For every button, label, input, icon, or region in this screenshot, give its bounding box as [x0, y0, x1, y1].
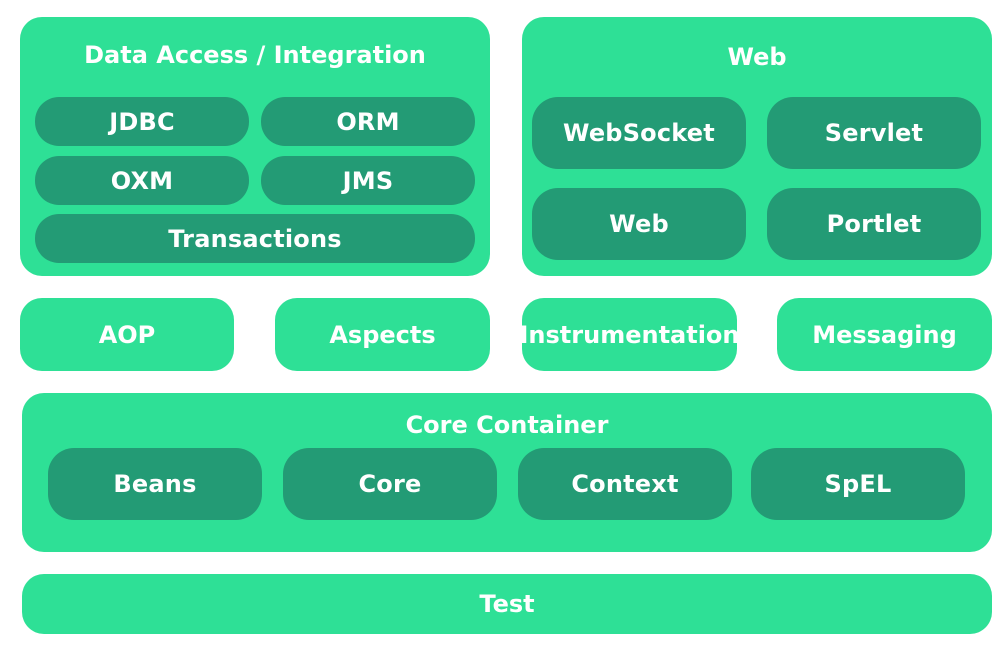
data-access-integration-group: Data Access / Integration JDBC ORM OXM J… — [20, 17, 490, 276]
module-messaging: Messaging — [777, 298, 992, 371]
module-transactions: Transactions — [35, 214, 475, 263]
web-title: Web — [727, 43, 787, 71]
module-jdbc: JDBC — [35, 97, 249, 146]
module-aspects: Aspects — [275, 298, 490, 371]
module-jms: JMS — [261, 156, 475, 205]
module-servlet: Servlet — [767, 97, 981, 169]
module-instrumentation: Instrumentation — [520, 298, 740, 371]
module-core: Core — [283, 448, 497, 520]
module-aop: AOP — [20, 298, 234, 371]
module-context: Context — [518, 448, 732, 520]
module-test: Test — [22, 574, 992, 634]
web-group: Web WebSocket Servlet Web Portlet — [522, 17, 992, 276]
module-beans: Beans — [48, 448, 262, 520]
core-container-group: Core Container Beans Core Context SpEL — [22, 393, 992, 552]
module-web: Web — [532, 188, 746, 260]
module-websocket: WebSocket — [532, 97, 746, 169]
core-container-title: Core Container — [405, 411, 609, 439]
module-spel: SpEL — [751, 448, 965, 520]
module-portlet: Portlet — [767, 188, 981, 260]
module-oxm: OXM — [35, 156, 249, 205]
module-orm: ORM — [261, 97, 475, 146]
data-access-integration-title: Data Access / Integration — [84, 41, 426, 69]
